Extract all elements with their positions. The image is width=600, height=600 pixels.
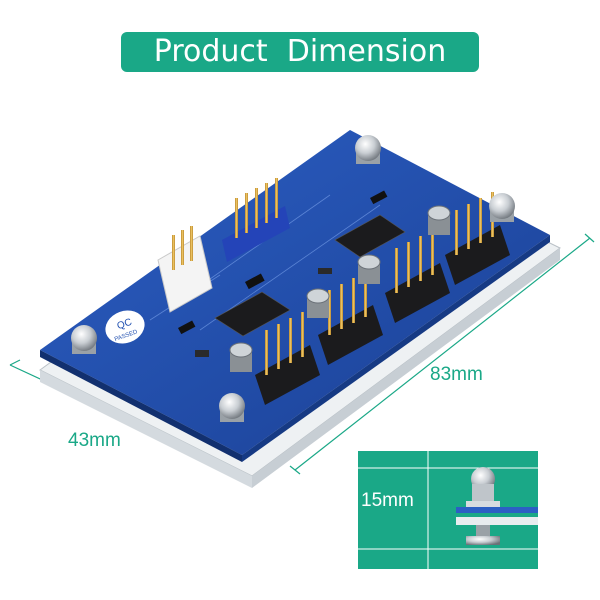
page-title: Product Dimension (121, 32, 479, 72)
fan-pin-headers (255, 192, 510, 405)
qc-text: QC (116, 317, 134, 332)
white-connector (157, 226, 213, 313)
length-dimension-label: 83mm (430, 364, 483, 385)
width-dimension-label: 43mm (68, 430, 121, 451)
capacitors (229, 205, 451, 372)
height-detail-inset (358, 451, 538, 569)
qc-passed-sticker: QC PASSED (105, 310, 145, 344)
usb-pin-header (222, 178, 290, 262)
height-dimension-label: 15mm (361, 490, 414, 511)
corner-cap-nuts (71, 135, 515, 422)
ic-chips (214, 214, 406, 337)
smd-components (177, 190, 388, 357)
pcb-board (40, 130, 550, 462)
